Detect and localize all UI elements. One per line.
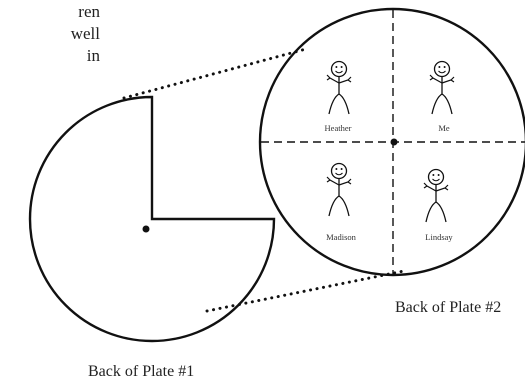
person-figure-heather xyxy=(326,60,352,115)
person-figure-madison xyxy=(326,162,352,217)
text-fragment-line-3: in xyxy=(86,46,100,65)
plate-1-pacman xyxy=(28,95,276,343)
plate-1-caption: Back of Plate #1 xyxy=(88,363,195,380)
person-label-heather: Heather xyxy=(325,123,352,133)
person-label-lindsay: Lindsay xyxy=(425,232,453,242)
person-figure-lindsay xyxy=(423,168,449,223)
plate-2-caption: Back of Plate #2 xyxy=(395,299,502,316)
person-label-madison: Madison xyxy=(326,232,357,242)
person-figure-me xyxy=(429,60,455,115)
plate-2-circle xyxy=(258,7,525,277)
plate-2-center-dot xyxy=(390,138,398,146)
connector-line-bottom xyxy=(205,269,406,313)
plate-1-center-dot xyxy=(142,225,150,233)
person-label-me: Me xyxy=(438,123,450,133)
text-fragment-line-1: ren xyxy=(78,2,100,21)
connector-line-top xyxy=(122,47,308,100)
text-fragment-line-2: well xyxy=(70,24,100,43)
